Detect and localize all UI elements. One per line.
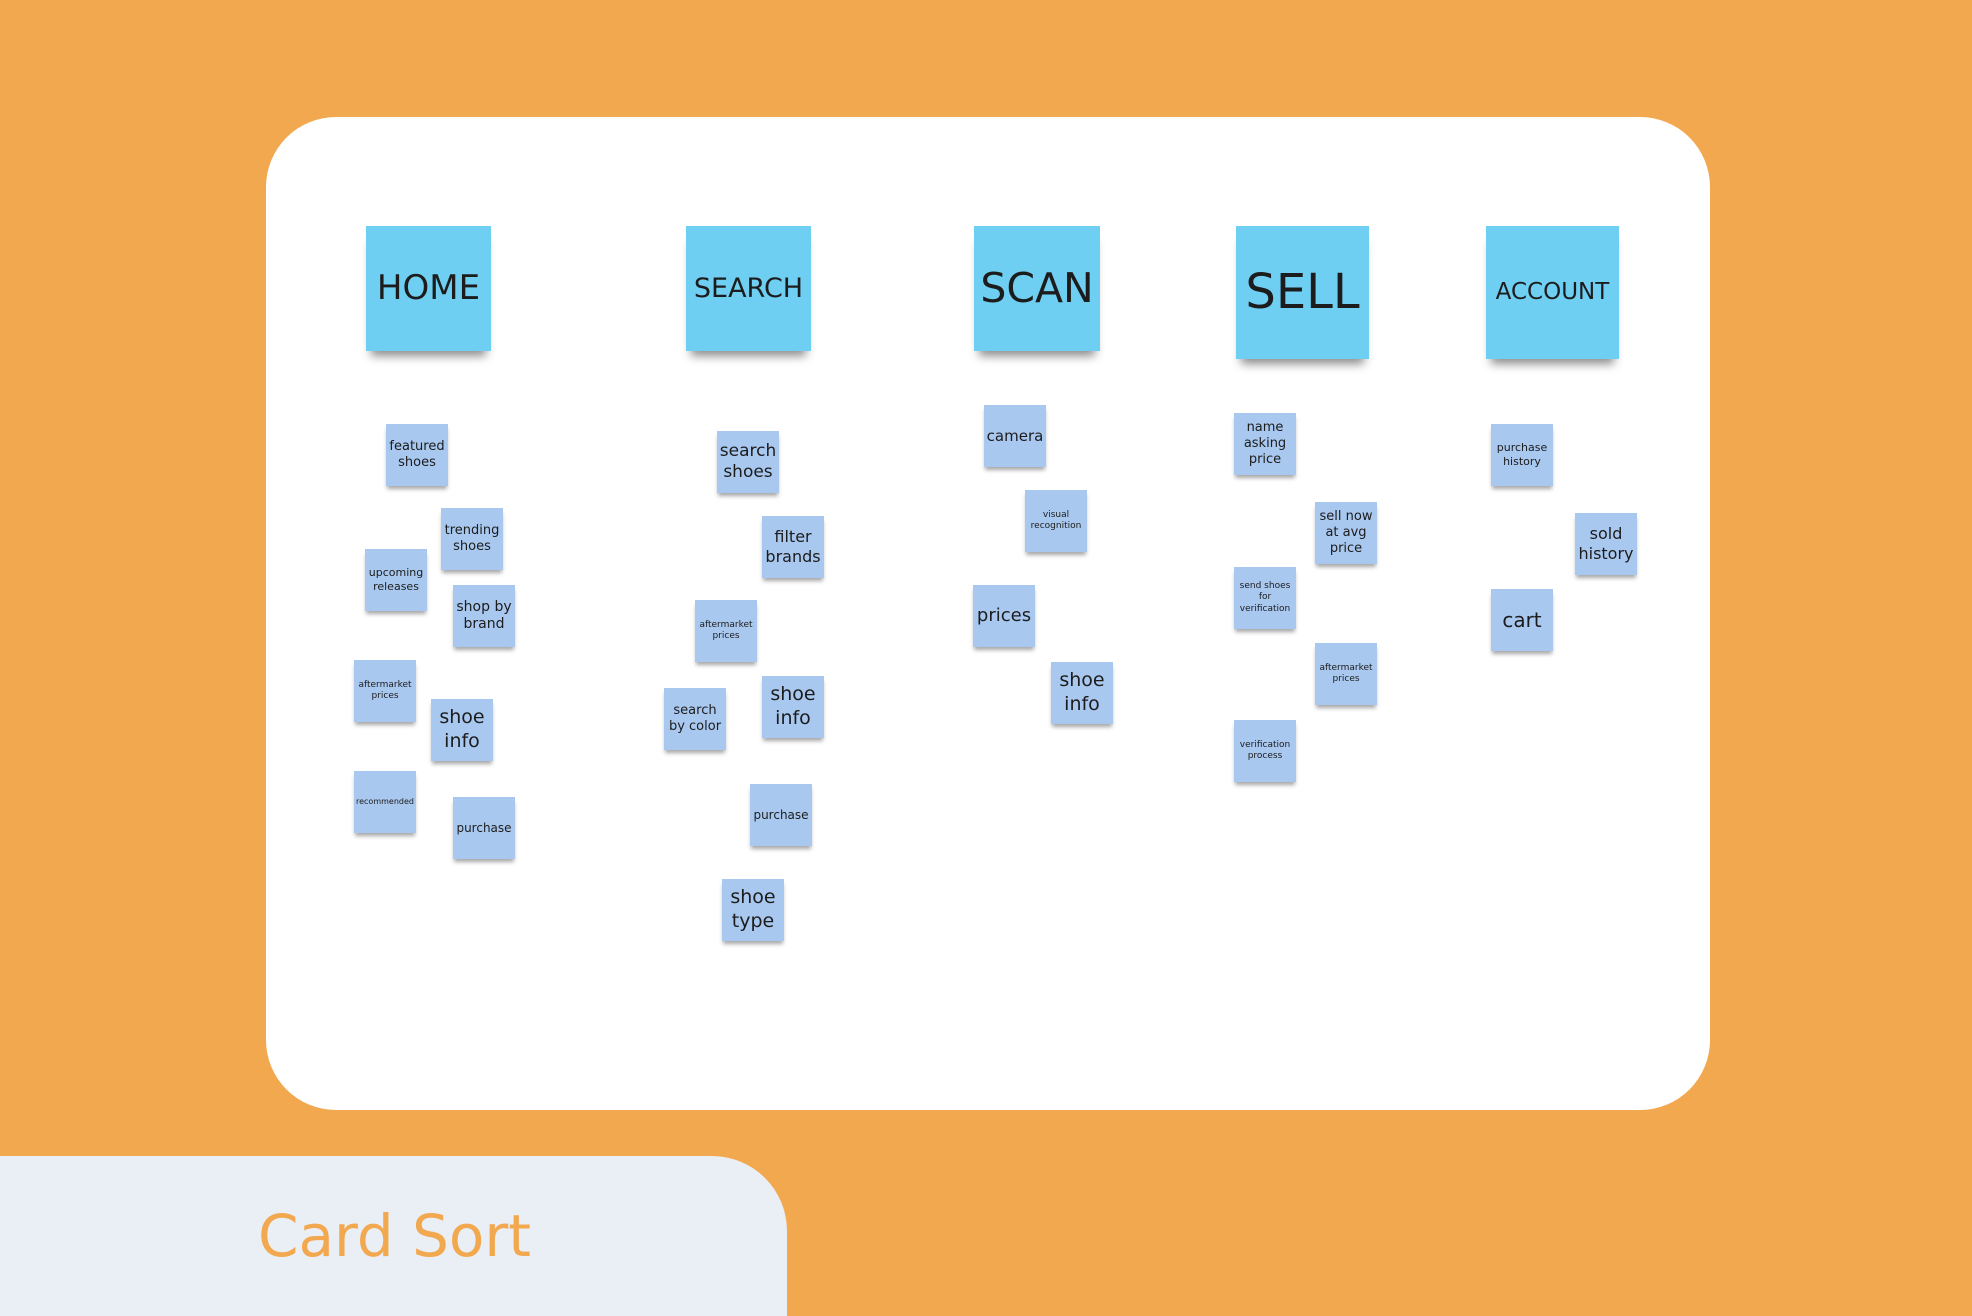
card-trending-shoes[interactable]: trending shoes bbox=[441, 508, 503, 570]
header-home[interactable]: HOME bbox=[366, 226, 491, 351]
card-shop-by-brand[interactable]: shop by brand bbox=[453, 585, 515, 647]
card-sell-now-at-avg-price[interactable]: sell now at avg price bbox=[1315, 502, 1377, 564]
card-verification-process[interactable]: verification process bbox=[1234, 720, 1296, 782]
card-send-shoes-for-verification[interactable]: send shoes for verification bbox=[1234, 567, 1296, 629]
card-sold-history[interactable]: sold history bbox=[1575, 513, 1637, 575]
card-filter-brands[interactable]: filter brands bbox=[762, 516, 824, 578]
card-shoe-info[interactable]: shoe info bbox=[431, 699, 493, 761]
card-purchase[interactable]: purchase bbox=[750, 784, 812, 846]
header-account[interactable]: ACCOUNT bbox=[1486, 226, 1619, 359]
card-shoe-type[interactable]: shoe type bbox=[722, 879, 784, 941]
card-search-by-color[interactable]: search by color bbox=[664, 688, 726, 750]
card-search-shoes[interactable]: search shoes bbox=[717, 431, 779, 493]
card-aftermarket-prices[interactable]: aftermarket prices bbox=[354, 660, 416, 722]
card-prices[interactable]: prices bbox=[973, 585, 1035, 647]
card-purchase-history[interactable]: purchase history bbox=[1491, 424, 1553, 486]
header-sell[interactable]: SELL bbox=[1236, 226, 1369, 359]
card-visual-recognition[interactable]: visual recognition bbox=[1025, 490, 1087, 552]
card-aftermarket-prices[interactable]: aftermarket prices bbox=[695, 600, 757, 662]
card-purchase[interactable]: purchase bbox=[453, 797, 515, 859]
card-shoe-info[interactable]: shoe info bbox=[762, 676, 824, 738]
caption-panel bbox=[0, 1156, 787, 1316]
header-scan[interactable]: SCAN bbox=[974, 226, 1100, 351]
card-shoe-info[interactable]: shoe info bbox=[1051, 662, 1113, 724]
caption-title: Card Sort bbox=[258, 1202, 532, 1270]
card-name-asking-price[interactable]: name asking price bbox=[1234, 413, 1296, 475]
card-featured-shoes[interactable]: featured shoes bbox=[386, 424, 448, 486]
card-cart[interactable]: cart bbox=[1491, 589, 1553, 651]
card-camera[interactable]: camera bbox=[984, 405, 1046, 467]
card-recommended[interactable]: recommended bbox=[354, 771, 416, 833]
card-aftermarket-prices[interactable]: aftermarket prices bbox=[1315, 643, 1377, 705]
header-search[interactable]: SEARCH bbox=[686, 226, 811, 351]
card-upcoming-releases[interactable]: upcoming releases bbox=[365, 549, 427, 611]
